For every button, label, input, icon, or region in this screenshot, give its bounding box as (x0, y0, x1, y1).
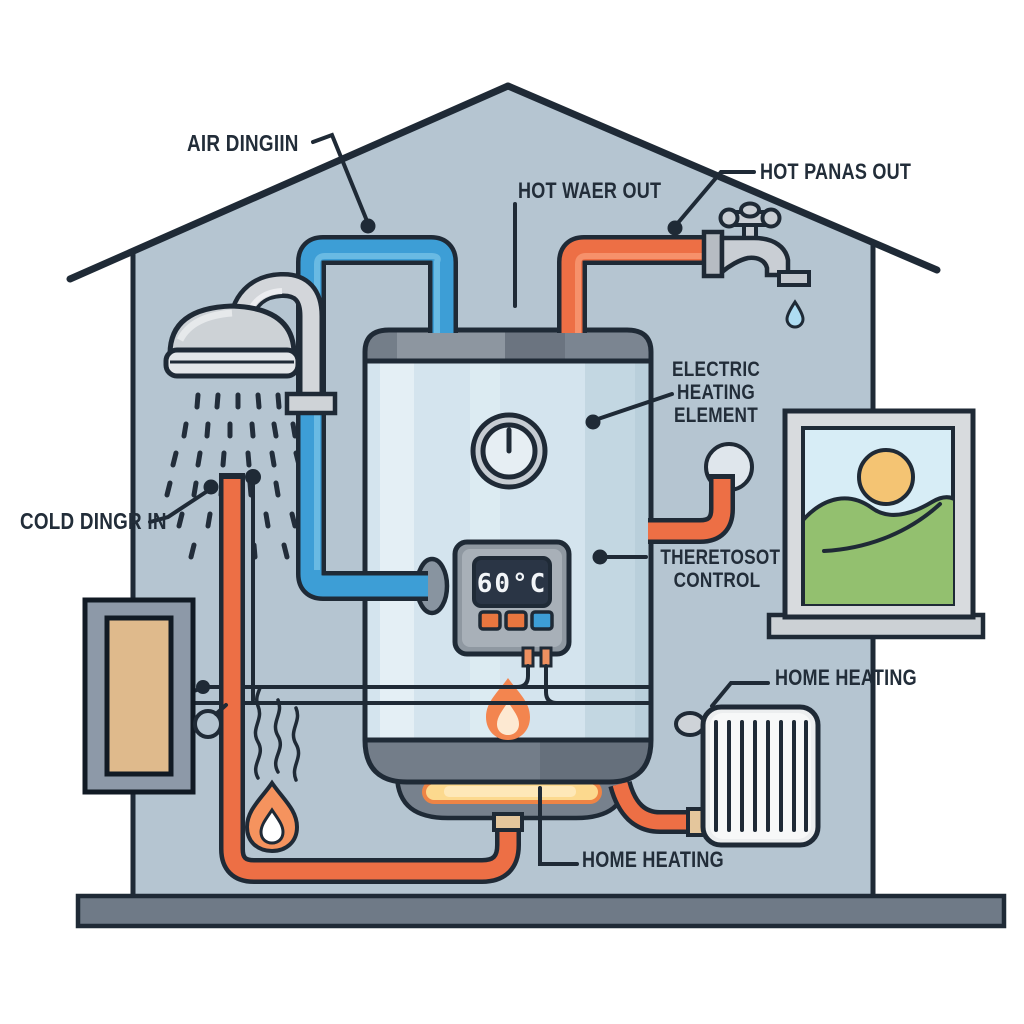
label-home-heating-pipes: HOME HEATING (582, 847, 724, 872)
hot-water-pipe (557, 235, 712, 333)
label-hot-water-out: HOT WAER OUT (518, 178, 662, 203)
label-air-in: AIR DINGIIN (187, 130, 299, 156)
water-drop-icon (785, 299, 805, 329)
pressure-gauge-icon (470, 412, 548, 490)
electrical-panel-icon (82, 597, 196, 795)
shower-spray (164, 392, 308, 560)
leader-lines (148, 132, 770, 866)
label-hot-panas-out: HOT PANAS OUT (760, 159, 912, 184)
radiator-icon (674, 704, 821, 848)
electric-wires (170, 469, 651, 705)
radiator-valve (674, 711, 706, 737)
pipe-collar (284, 391, 338, 416)
faucet-handle (718, 201, 782, 229)
thermostat-display (472, 556, 552, 608)
label-thermostat-control: THERETOSOT CONTROL (660, 546, 781, 593)
shower-head-icon (163, 272, 338, 416)
heating-element-pipe (648, 442, 754, 544)
thermostat-pin-left (521, 646, 535, 668)
blue-water-pipe (296, 235, 458, 616)
thermostat-display-value: 60°C (477, 569, 548, 599)
flame-icon (486, 678, 530, 740)
label-electric-heating-element: ELECTRIC HEATING ELEMENT (671, 358, 761, 428)
faucet-flange (701, 229, 725, 279)
label-cold-in: COLD DINGR IN (20, 508, 167, 534)
bottom-feed-pipe (219, 473, 524, 884)
pipe-connector (492, 812, 524, 832)
thermostat-icon: 60°C (452, 539, 572, 668)
thermostat-button-3 (530, 610, 554, 631)
thermostat-pin-right (539, 646, 553, 668)
faucet-spout-tip (777, 270, 811, 287)
thermostat-button-2 (504, 610, 528, 631)
faucet-icon (701, 201, 811, 329)
pilot-flame (244, 686, 301, 854)
floor (75, 893, 1007, 929)
sun-icon (857, 448, 915, 506)
window-landscape-icon (766, 408, 986, 640)
valve-icon (193, 703, 228, 739)
thermostat-button-1 (478, 610, 502, 631)
heat-waves-icon (253, 686, 301, 782)
label-home-heating-radiator: HOME HEATING (775, 665, 917, 690)
faucet-body (719, 235, 791, 278)
radiator-pipe (608, 780, 706, 837)
